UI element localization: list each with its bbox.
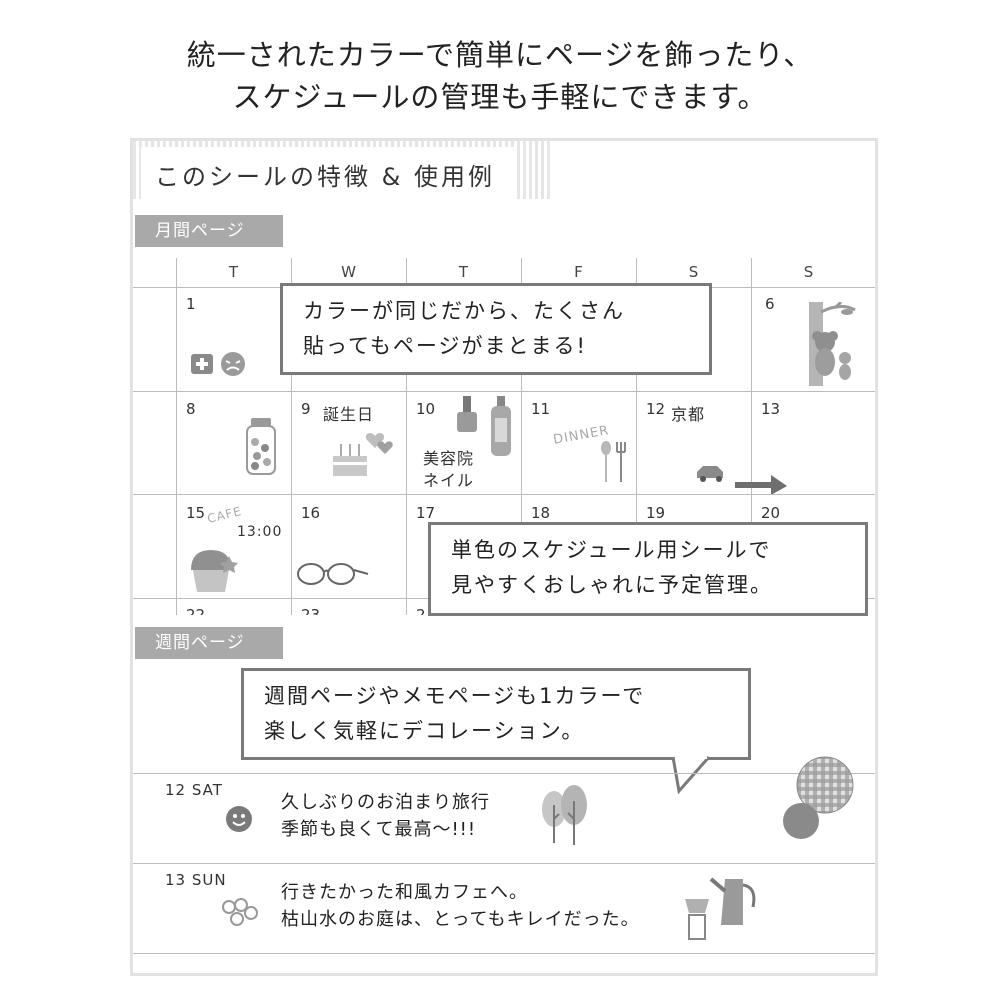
spoon-icon (601, 441, 626, 482)
flower-icon (222, 898, 258, 926)
date-15: 15 (186, 504, 206, 522)
callout-tail (671, 755, 711, 795)
day-header-fri: F (574, 263, 583, 281)
page-title: このシールの特徴 & 使用例 (155, 163, 495, 191)
callout-same-color: カラーが同じだから、たくさん 貼ってもページがまとまる! (280, 283, 712, 375)
note-birthday: 誕生日 (323, 405, 375, 424)
cupcake-icon (191, 550, 238, 592)
car-icon (697, 466, 723, 482)
weekly-page-tab: 週間ページ (135, 627, 283, 659)
title-box: このシールの特徴 & 使用例 (133, 141, 551, 199)
smiley-icon (226, 806, 252, 832)
headline: 統一されたカラーで簡単にページを飾ったり、 スケジュールの管理も手軽にできます。 (0, 34, 1000, 118)
date-1: 1 (186, 295, 196, 313)
trees-icon (542, 785, 587, 845)
week-row-sat: 12 SAT 久しぶりのお泊まり旅行 季節も良くて最高〜!!! (133, 756, 875, 863)
date-19: 19 (646, 504, 666, 522)
week-note-sun: 行きたかった和風カフェへ。 枯山水のお庭は、とってもキレイだった。 (281, 882, 640, 930)
date-22: 22 (186, 606, 206, 615)
date-24: 2 (416, 606, 426, 615)
date-18: 18 (531, 504, 551, 522)
date-9: 9 (301, 400, 311, 418)
day-header-thu: T (458, 263, 469, 281)
arrow-icon (735, 475, 787, 494)
week-date-sun: 13 SUN (165, 871, 227, 889)
week-row-sun: 13 SUN 行きたかった和風カフェへ。 枯山水のお庭は、とってもキレイだった。 (133, 863, 875, 953)
glasses-icon (297, 563, 369, 585)
note-kyoto: 京都 (671, 405, 706, 424)
cake-icon (333, 433, 393, 476)
day-header-sun: S (803, 263, 814, 281)
day-header-sat: S (688, 263, 699, 281)
date-16: 16 (301, 504, 321, 522)
date-20: 20 (761, 504, 781, 522)
callout-schedule: 単色のスケジュール用シールで 見やすくおしゃれに予定管理。 (428, 522, 868, 616)
date-13: 13 (761, 400, 781, 418)
note-cafe: CAFE (205, 503, 244, 527)
week-note-sat: 久しぶりのお泊まり旅行 季節も良くて最高〜!!! (281, 792, 490, 840)
date-11: 11 (531, 400, 551, 418)
kettle-icon (685, 877, 756, 940)
sample-frame: このシールの特徴 & 使用例 月間ページ T W T F S S 1 6 (130, 138, 878, 976)
date-12: 12 (646, 400, 666, 418)
date-6: 6 (765, 295, 775, 313)
headline-line-1: 統一されたカラーで簡単にページを飾ったり、 (186, 38, 814, 72)
date-23: 23 (301, 606, 321, 615)
date-8: 8 (186, 400, 196, 418)
koala-icon (809, 302, 856, 386)
date-17: 17 (416, 504, 436, 522)
callout-weekly: 週間ページやメモページも1カラーで 楽しく気軽にデコレーション。 (241, 668, 751, 760)
jar-icon (246, 418, 276, 475)
day-header-tue: T (228, 263, 239, 281)
note-cafe-time: 13:00 (237, 524, 283, 540)
monthly-page-tab: 月間ページ (135, 215, 283, 247)
headline-line-2: スケジュールの管理も手軽にできます。 (232, 80, 768, 114)
note-salon: 美容院 ネイル (423, 449, 475, 490)
gingham-circle-icon (783, 756, 854, 839)
day-header-wed: W (341, 263, 356, 281)
medical-kit-icon (191, 352, 245, 376)
date-10: 10 (416, 400, 436, 418)
nail-polish-icon (457, 396, 511, 456)
week-date-sat: 12 SAT (165, 781, 223, 799)
